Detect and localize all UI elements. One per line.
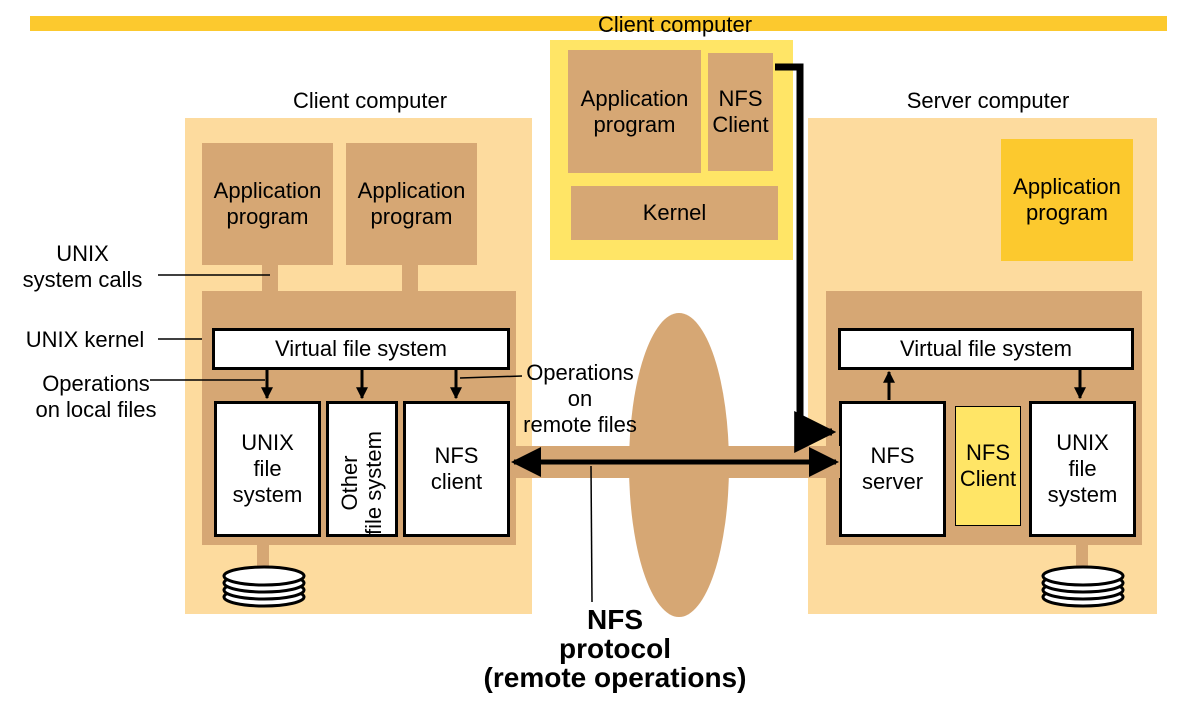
left-vfs-box: Virtual file system	[212, 328, 510, 370]
top-client-title: Client computer	[597, 12, 753, 37]
network-ellipse	[629, 313, 729, 617]
top-client-kernel-box: Kernel	[571, 186, 778, 240]
left-app1-connector	[262, 265, 278, 293]
protocol-leader	[590, 465, 593, 603]
left-unix-fs-box: UNIX file system	[214, 401, 321, 537]
left-app2-connector	[402, 265, 418, 293]
server-disk-icon	[1041, 565, 1125, 608]
top-client-app-box: Application program	[568, 50, 701, 173]
nfs-protocol-label: NFS protocol (remote operations)	[483, 604, 747, 693]
kernel-label: UNIX kernel	[25, 327, 145, 352]
top-banner	[30, 16, 1167, 31]
left-app2-box: Application program	[346, 143, 477, 265]
server-nfs-client-box: NFS Client	[955, 406, 1021, 526]
left-client-title: Client computer	[292, 88, 448, 113]
left-app1-box: Application program	[202, 143, 333, 265]
local-ops-label: Operations on local files	[35, 371, 157, 422]
syscalls-label: UNIX system calls	[22, 241, 143, 292]
server-nfs-server-box: NFS server	[839, 401, 946, 537]
left-disk-icon	[222, 565, 306, 608]
left-other-fs-box: Other file system	[326, 401, 398, 537]
left-nfs-client-box: NFS client	[403, 401, 510, 537]
remote-ops-label: Operations on remote files	[523, 360, 637, 437]
server-app-box: Application program	[1001, 139, 1133, 261]
top-client-nfs-client-box: NFS Client	[708, 53, 773, 171]
server-unix-fs-box: UNIX file system	[1029, 401, 1136, 537]
server-vfs-box: Virtual file system	[838, 328, 1134, 370]
top-client-to-server-path	[775, 63, 837, 453]
server-title: Server computer	[906, 88, 1070, 113]
remote-ops-leader	[459, 375, 523, 379]
